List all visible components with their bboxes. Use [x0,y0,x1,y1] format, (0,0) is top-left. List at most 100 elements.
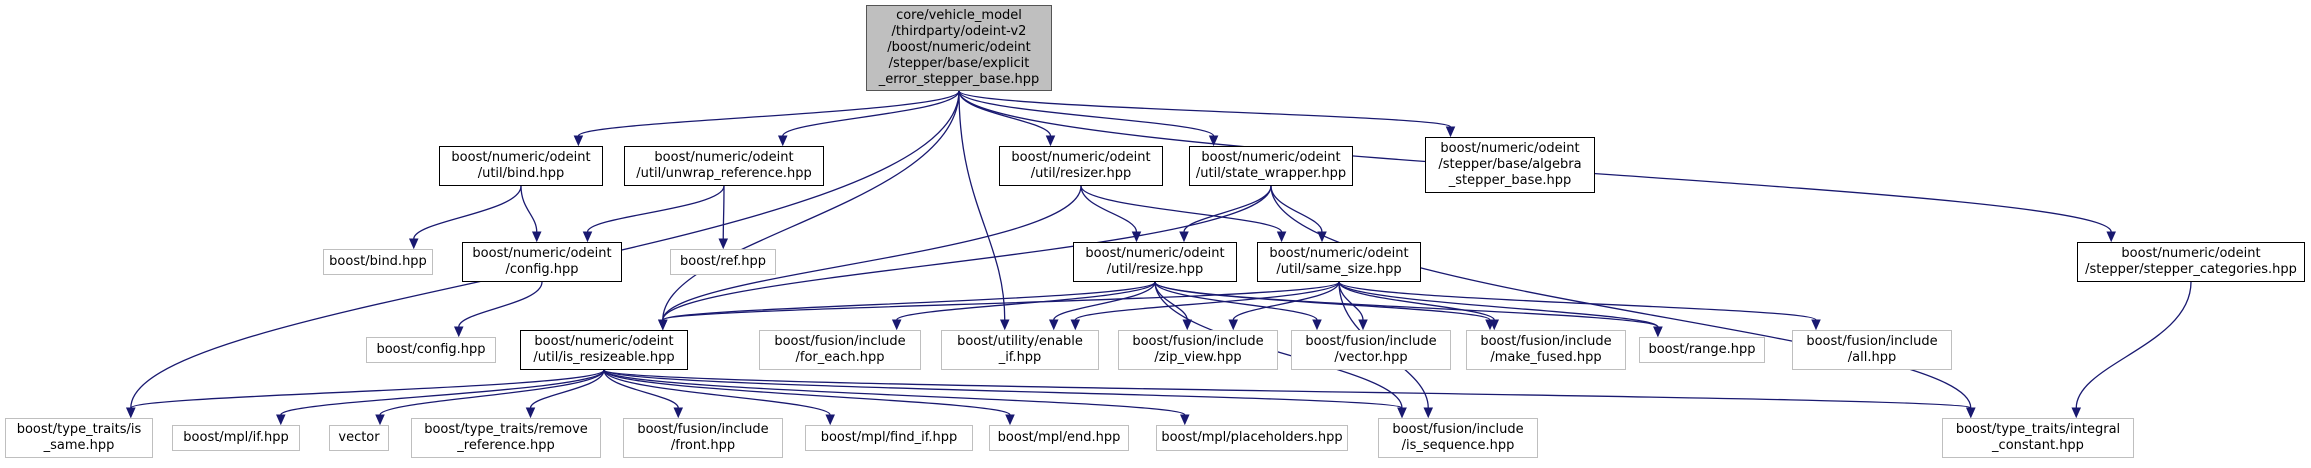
dependency-edge [603,369,1972,409]
dependency-edge [520,185,538,233]
node-fusion-zip-view[interactable]: boost/fusion/include/zip_view.hpp [1118,330,1278,370]
dependency-edge [413,185,522,240]
node-std-vector[interactable]: vector [329,425,389,451]
node-fusion-vector[interactable]: boost/fusion/include/vector.hpp [1291,330,1451,370]
node-boost-range[interactable]: boost/range.hpp [1639,337,1765,363]
node-label-line: /all.hpp [1847,350,1897,365]
node-resizer[interactable]: boost/numeric/odeint/util/resizer.hpp [999,146,1163,186]
node-label-line: boost/fusion/include [637,422,769,437]
node-label-line: boost/fusion/include [1480,334,1612,349]
dependency-edge [782,90,960,137]
dependency-edge [1080,185,1138,233]
node-label-line: _if.hpp [998,350,1042,365]
dependency-arrowhead [408,238,419,250]
node-mpl-if[interactable]: boost/mpl/if.hpp [172,425,300,451]
node-label-line: /for_each.hpp [795,350,885,365]
node-mpl-placeholders[interactable]: boost/mpl/placeholders.hpp [1156,425,1348,451]
dependency-arrowhead [2106,231,2116,243]
dependency-arrowhead [1228,319,1239,331]
node-is-resizeable[interactable]: boost/numeric/odeint/util/is_resizeable.… [520,330,688,370]
dependency-edge [603,369,1186,416]
node-mpl-find-if[interactable]: boost/mpl/find_if.hpp [805,425,973,451]
dependency-arrowhead [1179,231,1189,243]
dependency-edge [1080,185,1283,233]
dependency-edge [958,90,1006,321]
node-same-size[interactable]: boost/numeric/odeint/util/same_size.hpp [1257,242,1421,282]
dependency-edge [662,185,1272,321]
node-label-line: boost/numeric/odeint [654,150,794,165]
node-utility-enable-if[interactable]: boost/utility/enable_if.hpp [941,330,1099,370]
node-fusion-for-each[interactable]: boost/fusion/include/for_each.hpp [759,330,921,370]
node-bind-util[interactable]: boost/numeric/odeint/util/bind.hpp [439,146,603,186]
node-label-line: /util/is_resizeable.hpp [533,350,675,365]
dependency-arrowhead [582,231,593,243]
dependency-arrowhead [999,319,1010,331]
dependency-edge [1232,281,1340,321]
node-label-line: /boost/numeric/odeint [887,40,1031,55]
dependency-edge [586,185,725,233]
dependency-edge [1053,281,1156,321]
node-unwrap-reference[interactable]: boost/numeric/odeint/util/unwrap_referen… [624,146,824,186]
dependency-arrowhead [1653,326,1663,338]
node-label-line: boost/fusion/include [1305,334,1437,349]
node-label-line: _stepper_base.hpp [1448,173,1572,188]
node-label-line: boost/numeric/odeint [1011,150,1151,165]
node-label-line: boost/numeric/odeint [472,246,612,261]
node-fusion-is-sequence[interactable]: boost/fusion/include/is_sequence.hpp [1378,418,1538,458]
dependency-edge [529,369,605,409]
dependency-arrowhead [1489,319,1500,331]
node-label-line: /util/bind.hpp [477,166,565,181]
dependency-edge [958,90,1052,137]
node-label-line: _constant.hpp [1992,438,2084,453]
dependency-arrowhead [126,407,136,419]
dependency-edge [379,369,605,416]
node-label-line: /thirdparty/odeint-v2 [891,24,1027,39]
node-fusion-all[interactable]: boost/fusion/include/all.hpp [1792,330,1952,370]
dependency-arrowhead [1423,407,1434,419]
node-label-line: /config.hpp [505,262,579,277]
node-label-line: _same.hpp [43,438,115,453]
node-algebra-stepper-base[interactable]: boost/numeric/odeint/stepper/base/algebr… [1425,137,1595,193]
dependency-arrowhead [1182,319,1193,331]
dependency-edge [1338,281,1659,328]
dependency-arrowhead [1358,319,1368,331]
dependency-edge [458,281,543,328]
node-fusion-front[interactable]: boost/fusion/include/front.hpp [623,418,783,458]
node-label-line: /stepper/stepper_categories.hpp [2085,262,2297,277]
node-config[interactable]: boost/numeric/odeint/config.hpp [462,242,622,282]
node-boost-config[interactable]: boost/config.hpp [366,337,496,363]
dependency-edge [603,369,1011,416]
dependency-arrowhead [2071,407,2082,419]
dependency-arrowhead [1445,126,1456,138]
node-boost-bind[interactable]: boost/bind.hpp [323,249,433,275]
node-resize[interactable]: boost/numeric/odeint/util/resize.hpp [1073,242,1237,282]
node-root[interactable]: core/vehicle_model/thirdparty/odeint-v2/… [866,5,1052,91]
node-type-traits-remove-reference[interactable]: boost/type_traits/remove_reference.hpp [411,418,601,458]
dependency-edge [603,369,831,416]
node-fusion-make-fused[interactable]: boost/fusion/include/make_fused.hpp [1466,330,1626,370]
dependency-edge [896,281,1156,321]
node-label-line: boost/fusion/include [1806,334,1938,349]
dependency-arrowhead [825,414,835,426]
dependency-edge [1154,281,1403,409]
node-boost-ref[interactable]: boost/ref.hpp [670,249,776,275]
dependency-edge [1270,185,1323,233]
node-label-line: _reference.hpp [457,438,555,453]
node-stepper-categories[interactable]: boost/numeric/odeint/stepper/stepper_cat… [2077,242,2305,282]
node-state-wrapper[interactable]: boost/numeric/odeint/util/state_wrapper.… [1189,146,1353,186]
node-label-line: boost/fusion/include [1392,422,1524,437]
dependency-edge [1270,185,1972,409]
node-mpl-end[interactable]: boost/mpl/end.hpp [989,425,1129,451]
dependency-arrowhead [1276,231,1287,243]
dependency-arrowhead [1966,407,1976,419]
node-type-traits-integral-constant[interactable]: boost/type_traits/integral_constant.hpp [1942,418,2134,458]
dependency-arrowhead [375,414,385,426]
node-label-line: /stepper/base/explicit [888,56,1030,71]
dependency-arrowhead [525,407,536,419]
dependency-arrowhead [673,407,684,419]
dependency-arrowhead [658,319,668,331]
dependency-arrowhead [718,238,729,250]
dependency-arrowhead [1312,319,1322,331]
node-type-traits-is-same[interactable]: boost/type_traits/is_same.hpp [5,418,153,458]
